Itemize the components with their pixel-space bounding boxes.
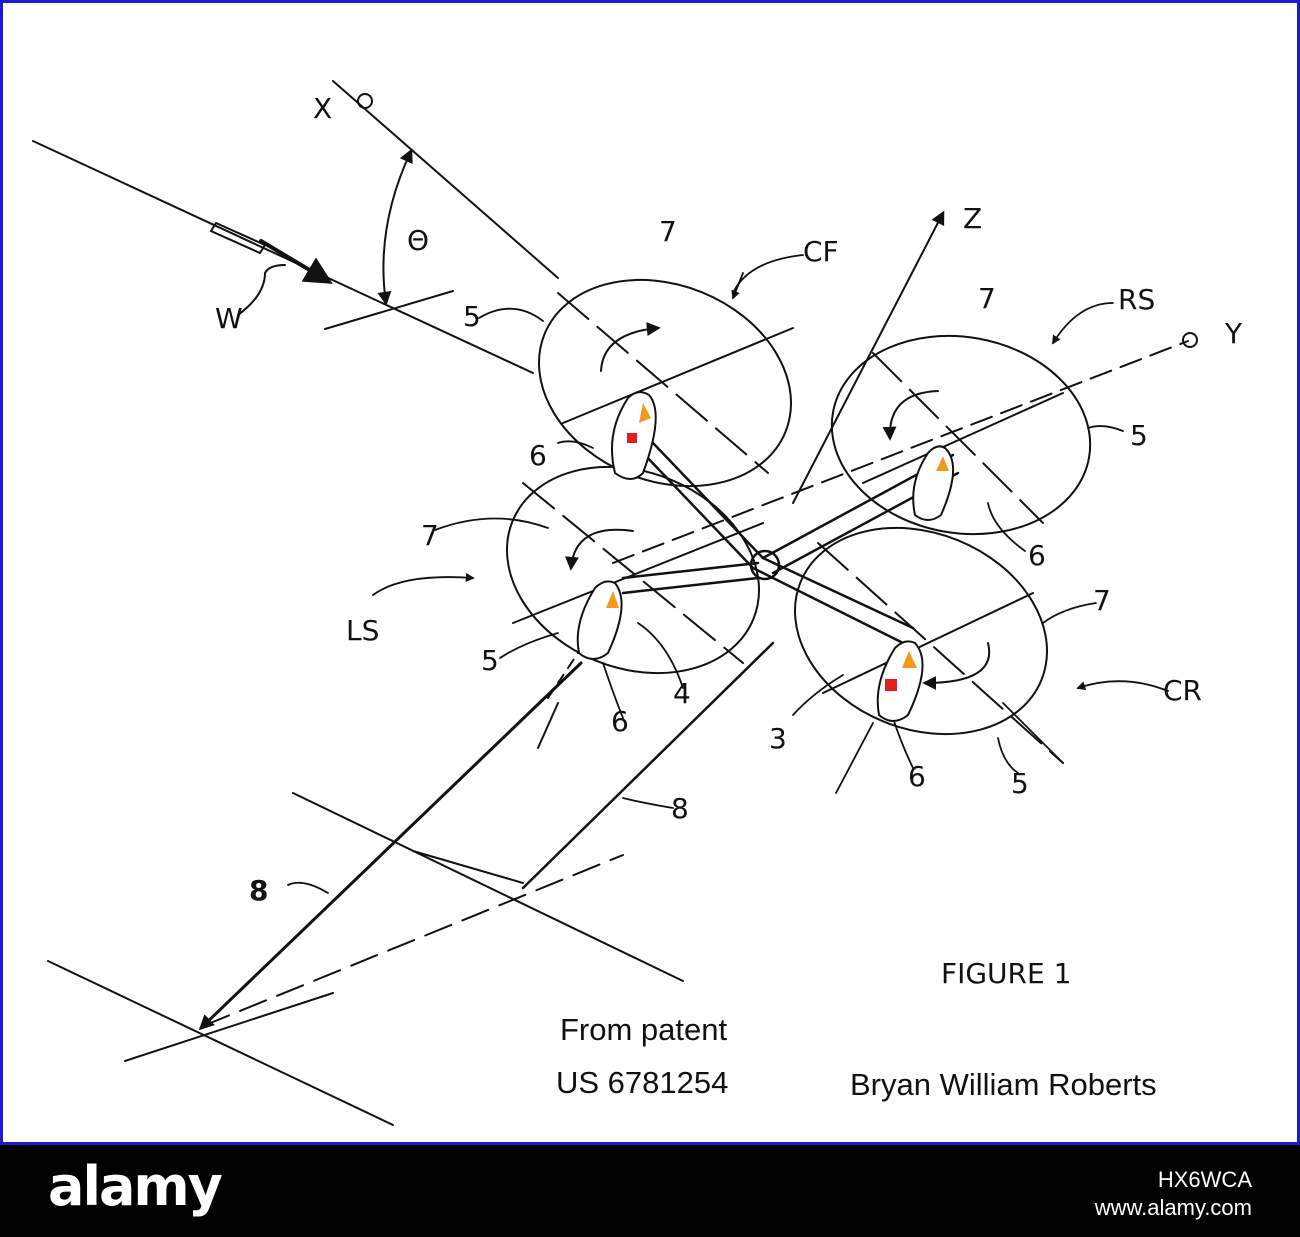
ref-5-label: 5 [463,300,481,333]
alamy-logo: alamy [48,1155,221,1218]
ref-5-label: 5 [481,644,499,677]
ref-6-label: 6 [611,705,629,738]
site-url: www.alamy.com [1095,1195,1252,1221]
image-id: HX6WCA [1158,1167,1252,1193]
motor-pod-ls [578,581,622,659]
rotor-rs-label: RS [1118,283,1155,316]
figure-panel: X Y Z Θ W CF RS LS CR 3 4 5 5 5 5 6 6 6 … [0,0,1300,1145]
ref-5-label: 5 [1130,419,1148,452]
rotor-disc-rs [816,316,1106,554]
rotor-cr-label: CR [1163,674,1202,707]
rotor-disc-cf [508,243,822,522]
ref-7-label: 7 [1093,584,1111,617]
axes [358,94,1197,563]
ref-8-label: 8 [671,792,689,825]
motor-pod-cf [612,392,656,479]
motor-pod-cr [878,641,923,721]
angle-theta-label: Θ [407,224,429,257]
ref-4-label: 4 [673,677,691,710]
patent-drawing: X Y Z Θ W CF RS LS CR 3 4 5 5 5 5 6 6 6 … [3,3,1300,1148]
ref-6-label: 6 [1028,539,1046,572]
axis-y-label: Y [1224,317,1243,350]
rotor-cf-label: CF [803,235,839,268]
tether-lines [48,643,773,1125]
ref-7-label: 7 [978,282,996,315]
ref-8-label: 8 [249,874,268,907]
ref-7-label: 7 [659,215,677,248]
ref-6-label: 6 [908,760,926,793]
drawing-labels: X Y Z Θ W CF RS LS CR 3 4 5 5 5 5 6 6 6 … [215,92,1243,990]
ref-7-label: 7 [421,519,439,552]
ref-6-label: 6 [529,439,547,472]
figure-label: FIGURE 1 [941,957,1071,990]
leader-lines [288,255,1168,893]
wind-label: W [215,302,243,335]
rotor-ls-label: LS [346,614,379,647]
watermark-bar: alamy HX6WCA www.alamy.com [0,1145,1300,1237]
axis-x-label: X [313,92,332,125]
frame-arms [623,443,958,643]
ref-3-label: 3 [769,722,787,755]
axis-z-label: Z [963,202,982,235]
ref-5-label: 5 [1011,767,1029,800]
patent-number: US 6781254 [556,1065,728,1101]
source-line-1: From patent [560,1012,727,1048]
author-name: Bryan William Roberts [850,1067,1157,1103]
